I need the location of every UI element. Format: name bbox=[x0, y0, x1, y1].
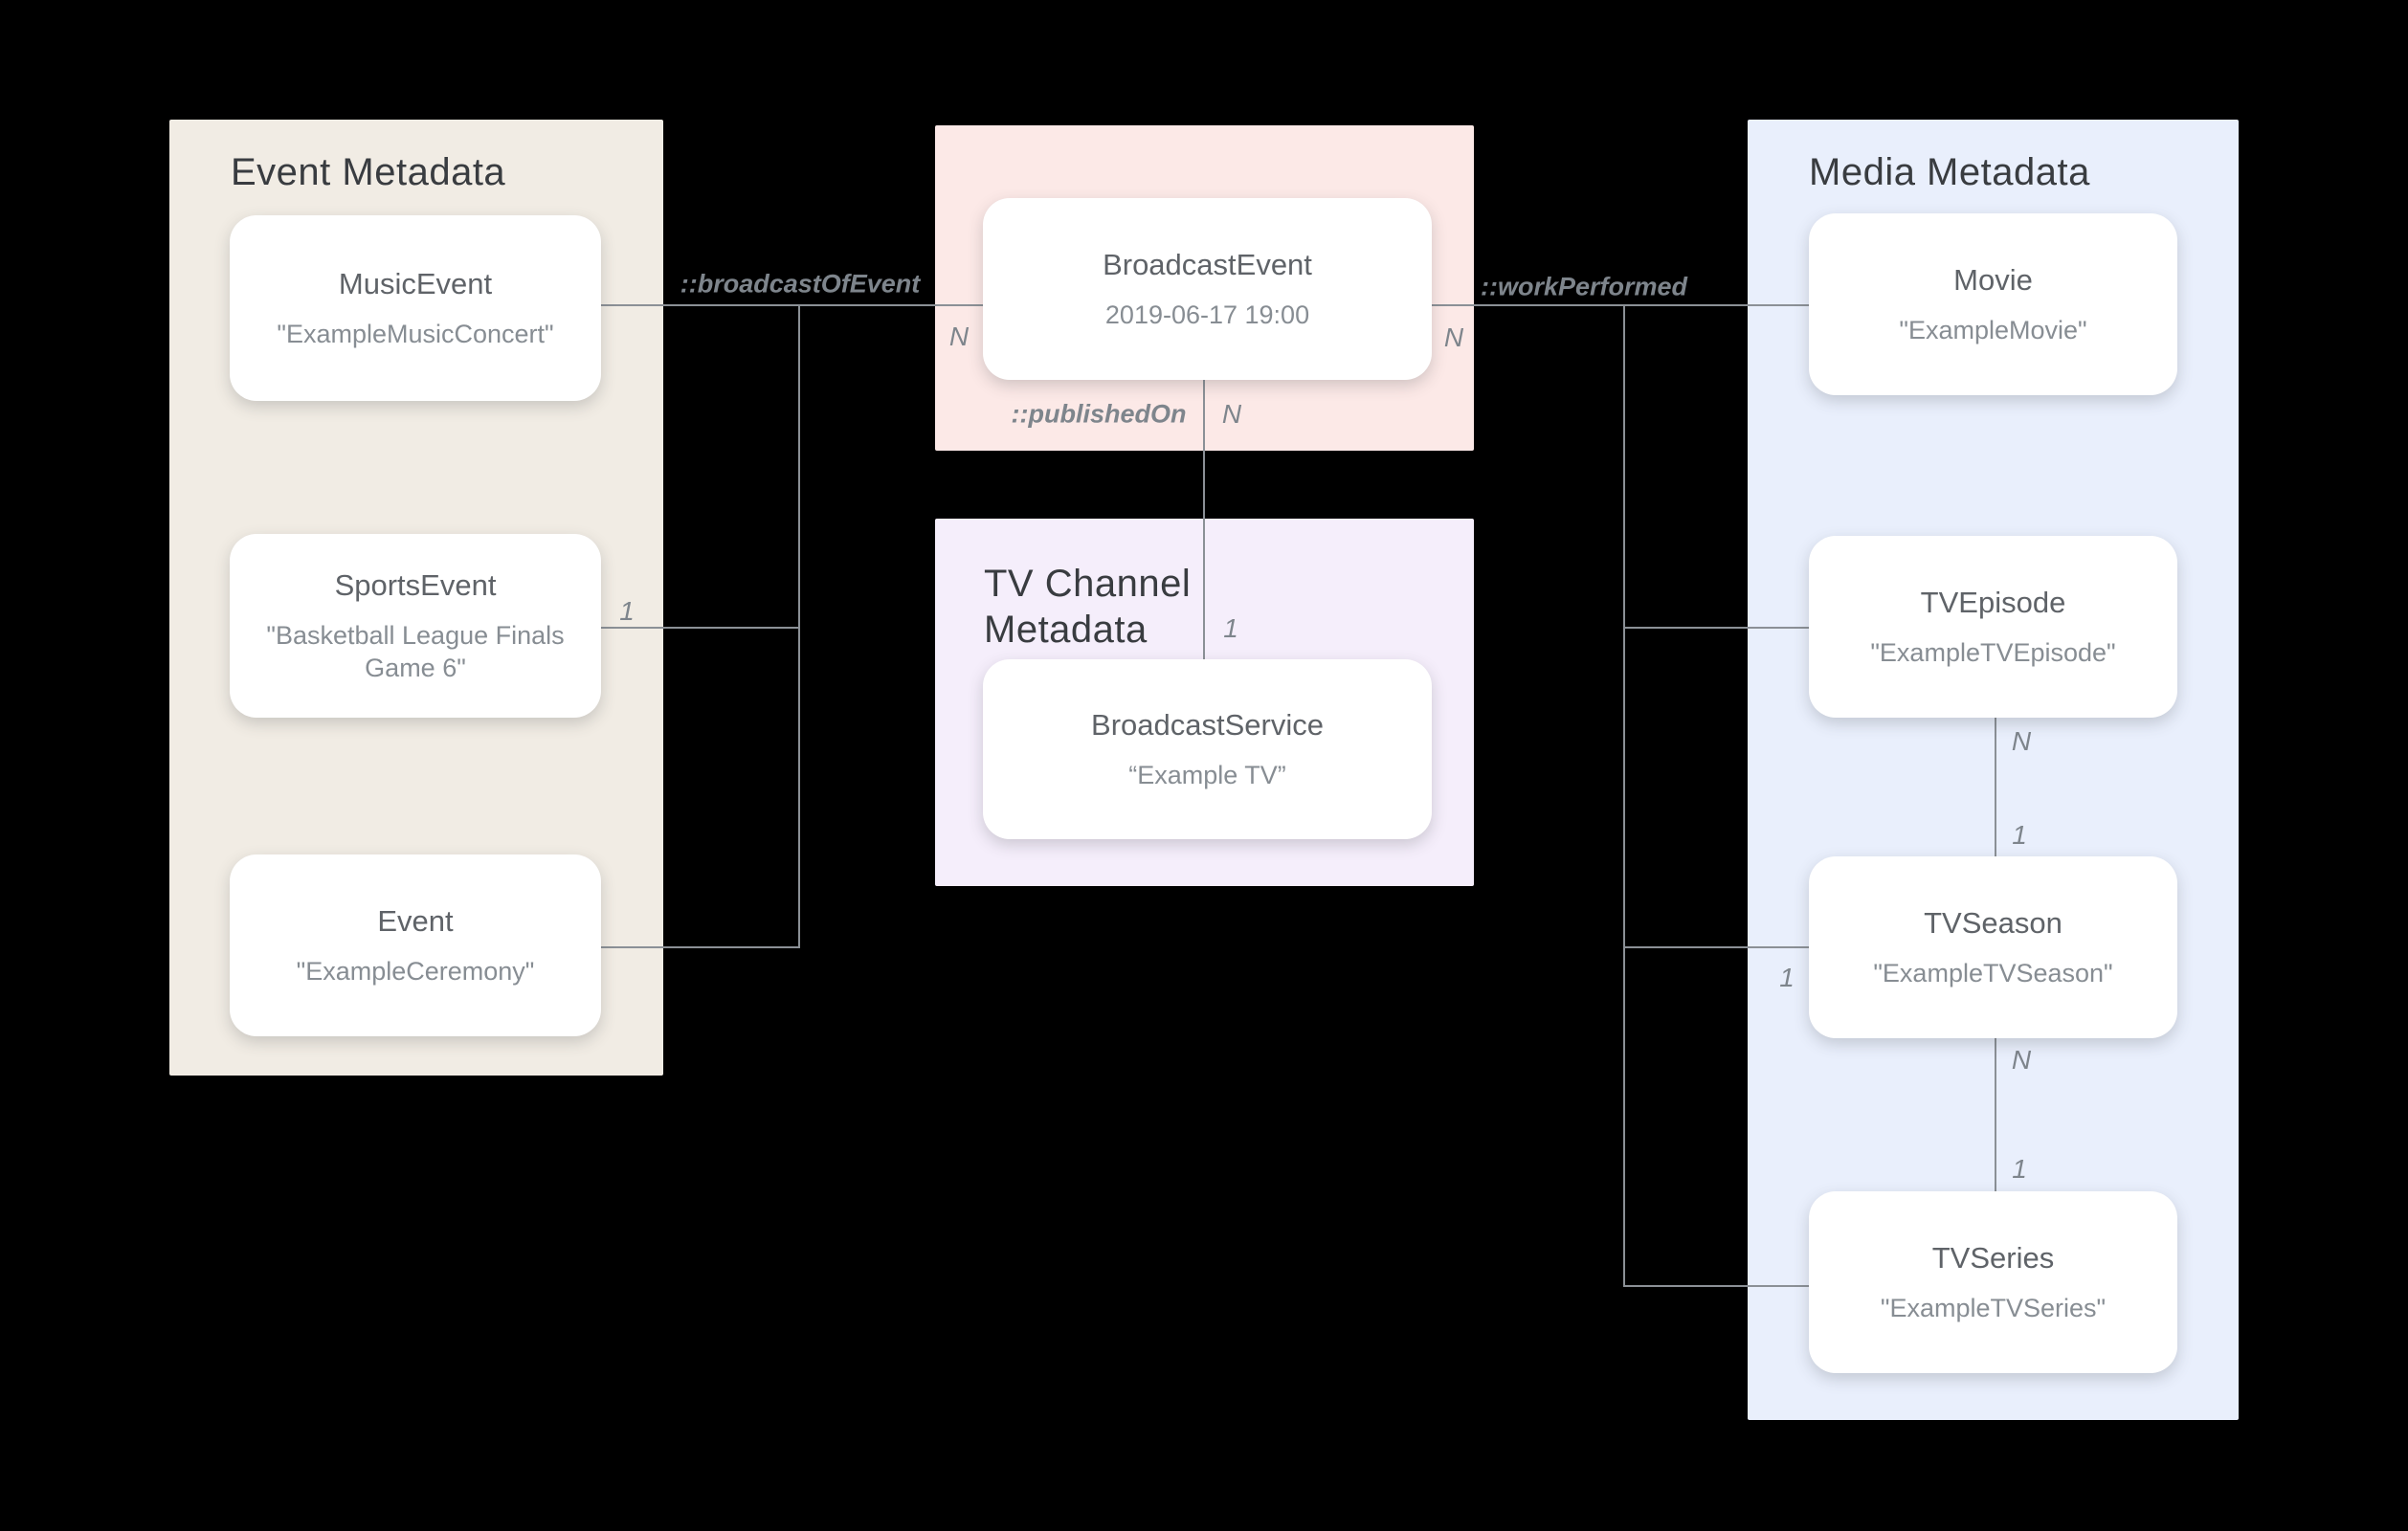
connector-tvseries-stub bbox=[1624, 1285, 1810, 1287]
card-broadcastevent-name: BroadcastEvent bbox=[1103, 247, 1312, 281]
card-event: Event "ExampleCeremony" bbox=[230, 854, 601, 1036]
card-musicevent: MusicEvent "ExampleMusicConcert" bbox=[230, 215, 601, 401]
connector-sportsevent-stub bbox=[601, 627, 799, 629]
card-broadcastevent: BroadcastEvent 2019-06-17 19:00 bbox=[983, 198, 1432, 380]
cardinality-seasonseries-one: 1 bbox=[2012, 1154, 2027, 1184]
cardinality-publishedon-n: N bbox=[1221, 399, 1242, 429]
cardinality-broadcastofevent-one: 1 bbox=[619, 596, 635, 626]
card-tvseason-value: "ExampleTVSeason" bbox=[1873, 958, 2113, 987]
card-tvepisode-name: TVEpisode bbox=[1920, 585, 2066, 619]
cardinality-seasonseries-n: N bbox=[2011, 1045, 2032, 1075]
tv-channel-metadata-title: TV Channel Metadata bbox=[984, 563, 1192, 651]
card-movie-name: Movie bbox=[1953, 262, 2033, 297]
cardinality-episodeseason-n: N bbox=[2011, 726, 2032, 756]
card-musicevent-value: "ExampleMusicConcert" bbox=[277, 319, 554, 348]
card-broadcastservice: BroadcastService “Example TV” bbox=[983, 659, 1432, 839]
card-sportsevent-value: "Basketball League Finals Game 6" bbox=[266, 620, 565, 682]
card-tvseason: TVSeason "ExampleTVSeason" bbox=[1809, 856, 2177, 1038]
connector-broadcastevent-movie bbox=[1432, 304, 1810, 306]
card-tvseries-value: "ExampleTVSeries" bbox=[1880, 1293, 2107, 1322]
card-broadcastevent-value: 2019-06-17 19:00 bbox=[1104, 300, 1310, 329]
card-tvseries: TVSeries "ExampleTVSeries" bbox=[1809, 1191, 2177, 1373]
card-tvepisode: TVEpisode "ExampleTVEpisode" bbox=[1809, 536, 2177, 718]
card-sportsevent-name: SportsEvent bbox=[334, 567, 497, 602]
connector-tvseason-tvseries bbox=[1995, 1038, 1996, 1192]
relation-label-workperformed: ::workPerformed bbox=[1480, 272, 1688, 301]
relation-label-broadcastofevent: ::broadcastOfEvent bbox=[680, 269, 921, 299]
card-musicevent-name: MusicEvent bbox=[338, 266, 493, 300]
connector-musicevent-broadcastevent bbox=[601, 304, 984, 306]
media-metadata-title: Media Metadata bbox=[1809, 151, 2090, 193]
connector-tvepisode-tvseason bbox=[1995, 718, 1996, 857]
connector-tvseason-stub bbox=[1624, 946, 1810, 948]
card-movie: Movie "ExampleMovie" bbox=[1809, 213, 2177, 395]
card-tvseries-name: TVSeries bbox=[1931, 1240, 2055, 1275]
card-broadcastservice-name: BroadcastService bbox=[1091, 707, 1324, 742]
cardinality-publishedon-one: 1 bbox=[1223, 613, 1238, 643]
event-metadata-title: Event Metadata bbox=[231, 151, 506, 193]
card-movie-value: "ExampleMovie" bbox=[1899, 315, 2087, 344]
connector-broadcastevent-broadcastservice bbox=[1203, 380, 1205, 659]
connector-event-trunk-left bbox=[798, 305, 800, 948]
card-sportsevent: SportsEvent "Basketball League Finals Ga… bbox=[230, 534, 601, 718]
card-broadcastservice-value: “Example TV” bbox=[1128, 760, 1286, 789]
card-tvepisode-value: "ExampleTVEpisode" bbox=[1870, 637, 2116, 667]
connector-event-stub bbox=[596, 946, 800, 948]
cardinality-workperformed-n: N bbox=[1443, 322, 1464, 352]
card-event-name: Event bbox=[377, 903, 454, 938]
connector-tvepisode-stub bbox=[1624, 627, 1810, 629]
card-tvseason-name: TVSeason bbox=[1924, 905, 2062, 940]
connector-media-trunk-right bbox=[1623, 305, 1625, 1287]
relation-label-publishedon: ::publishedOn bbox=[1011, 399, 1187, 429]
card-event-value: "ExampleCeremony" bbox=[296, 956, 535, 986]
cardinality-broadcastofevent-n: N bbox=[948, 322, 970, 351]
cardinality-workperformed-one: 1 bbox=[1779, 963, 1795, 992]
cardinality-episodeseason-one: 1 bbox=[2012, 820, 2027, 850]
